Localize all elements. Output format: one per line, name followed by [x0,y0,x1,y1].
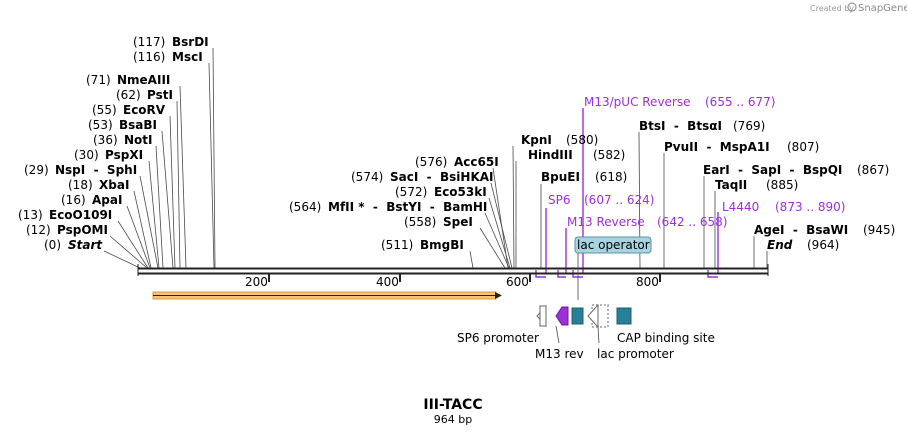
lac-operator-feature[interactable]: lac operator [574,236,652,300]
site-name-kpni: KpnI [521,133,552,147]
site-name-ecorv: EcoRV [123,103,166,117]
site-pos-pspxi: (30) [74,148,99,162]
site-labels-middle: (576) Acc65I (574) SacI - BsiHKAI (572) … [289,133,627,252]
primer-range-m13-reverse: (642 .. 658) [657,215,727,229]
site-name-bmgbi: BmgBI [420,238,464,252]
site-pos-acc65i: (576) [415,155,447,169]
credit-prefix: Created by [810,4,854,13]
site-pos-end: (964) [807,238,839,252]
lac-operator-label: lac operator [577,238,650,252]
site-name-spei: SpeI [443,215,473,229]
site-name-hindiii: HindIII [528,148,573,162]
credit-brand: SnapGene [858,3,907,14]
primer-range-m13-puc-reverse: (655 .. 677) [705,95,775,109]
snapgene-logo-icon [847,2,857,12]
m13-rev-arrow-icon[interactable] [555,306,569,326]
site-leader-lines [103,47,768,269]
site-name-ecoo109i: EcoO109I [49,208,112,222]
site-pos-eari: (867) [857,163,889,177]
site-pos-kpni: (580) [566,133,598,147]
site-pos-xbai: (18) [68,178,93,192]
site-pos-btsi: (769) [733,119,765,133]
site-name-end: End [767,238,793,252]
site-name-bsrdi: BsrDI [172,35,209,49]
m13-rev-leader [555,325,560,344]
site-name-eco53ki: Eco53kI [434,185,487,199]
site-name-btsi-btsai: BtsI - BtsαI [639,119,722,133]
sp6-promoter-label: SP6 promoter [457,331,539,345]
site-pos-apai: (16) [61,193,86,207]
tick-label-800: 800 [636,275,659,289]
site-pos-taqii: (885) [766,178,798,192]
lac-promoter-arrow-icon[interactable] [587,303,609,329]
site-name-saci-bsihkai: SacI - BsiHKAI [390,170,494,184]
primer-name-m13-reverse: M13 Reverse [567,215,645,229]
site-name-agei-bsawi: AgeI - BsaWI [754,223,848,237]
tick-label-400: 400 [376,275,399,289]
lac-promoter-label: lac promoter [597,347,674,361]
site-pos-bsrdi: (117) [133,35,165,49]
site-pos-pvuii: (807) [787,140,819,154]
site-name-bpuei: BpuEI [541,170,580,184]
primer-name-sp6: SP6 [548,193,571,207]
map-title: III-TACC [423,397,482,413]
site-pos-psti: (62) [116,88,141,102]
site-name-mfli-bstyi-bamhi: MfII * - BstYI - BamHI [328,200,487,214]
site-pos-start: (0) [44,238,61,252]
site-name-xbai: XbaI [99,178,129,192]
site-name-pvuii-mspa1i: PvuII - MspA1I [664,140,770,154]
site-labels-right: BtsI - BtsαI (769) PvuII - MspA1I (807) … [639,119,895,252]
site-name-bsabi: BsaBI [119,118,157,132]
site-name-pspxi: PspXI [105,148,143,162]
site-pos-msci: (116) [133,50,165,64]
site-name-eari-sapi-bspqi: EarI - SapI - BspQI [703,163,842,177]
site-pos-nspi: (29) [24,163,49,177]
site-pos-bsabi: (53) [88,118,113,132]
ruler-ticks [268,274,661,282]
site-name-acc65i: Acc65I [454,155,499,169]
site-name-apai: ApaI [92,193,122,207]
primer-name-l4440: L4440 [722,200,759,214]
cap-binding-site-label: CAP binding site [617,331,715,345]
site-name-nspi-sphi: NspI - SphI [55,163,137,177]
sp6-promoter-arrow-icon[interactable] [536,304,547,328]
primer-range-l4440: (873 .. 890) [775,200,845,214]
lac-promoter-leader [597,326,600,344]
site-pos-saci: (574) [351,170,383,184]
site-name-nmeaiii: NmeAIII [117,73,170,87]
site-pos-nmeaiii: (71) [86,73,111,87]
site-pos-hindiii: (582) [593,148,625,162]
site-name-noti: NotI [124,133,153,147]
site-pos-bmgbi: (511) [381,238,413,252]
site-pos-pspomi: (12) [26,223,51,237]
site-name-psti: PstI [147,88,173,102]
tick-label-600: 600 [506,275,529,289]
tick-label-200: 200 [245,275,268,289]
site-name-pspomi: PspOMI [57,223,108,237]
site-pos-ecorv: (55) [92,103,117,117]
lac-operator-box-icon[interactable] [571,307,584,325]
m13-rev-label: M13 rev [535,347,584,361]
site-pos-bpuei: (618) [595,170,627,184]
orf-arrow[interactable] [152,291,502,300]
cap-binding-site-icon[interactable] [616,307,632,325]
site-pos-eco53ki: (572) [395,185,427,199]
site-name-msci: MscI [172,50,203,64]
site-name-taqii: TaqII [715,178,747,192]
site-pos-mfli: (564) [289,200,321,214]
site-pos-agei: (945) [863,223,895,237]
primer-range-sp6: (607 .. 624) [584,193,654,207]
site-labels-left: (117) BsrDI (116) MscI (71) NmeAIII (62)… [18,35,209,252]
map-length: 964 bp [434,413,472,426]
site-pos-ecoo109i: (13) [18,208,43,222]
site-name-start: Start [68,238,103,252]
primer-labels: M13/pUC Reverse (655 .. 677) SP6 (607 ..… [548,95,845,229]
site-pos-noti: (36) [93,133,118,147]
backbone [137,264,769,276]
site-pos-spei: (558) [404,215,436,229]
primer-name-m13-puc-reverse: M13/pUC Reverse [584,95,691,109]
